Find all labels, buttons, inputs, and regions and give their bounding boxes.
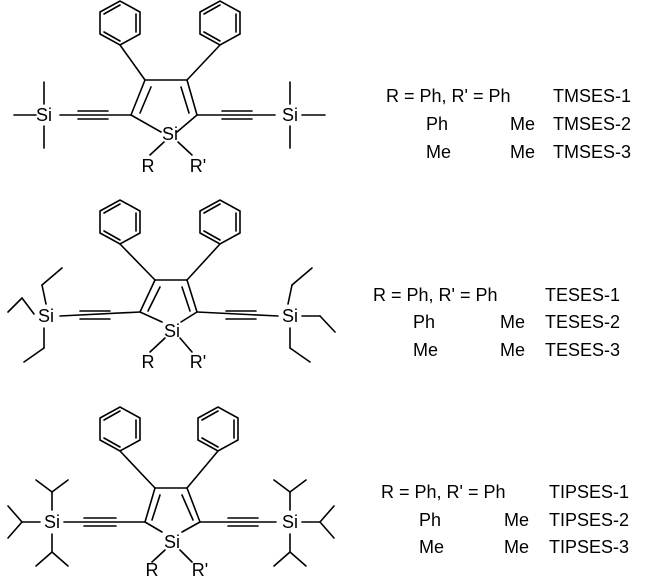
table-row-r: Ph <box>426 114 448 134</box>
ring-si-label: Si <box>164 321 180 341</box>
table-row-name: TMSES-2 <box>553 114 631 134</box>
left-si-label: Si <box>44 512 60 532</box>
molecule-tmses: Si Si Si R R' <box>13 0 326 176</box>
table-row-rprime: Me <box>500 312 525 332</box>
ring-si-label: Si <box>162 124 178 144</box>
table-row-name: TESES-1 <box>545 285 620 305</box>
table-row-rprime: Me <box>500 340 525 360</box>
table-row-name: TMSES-1 <box>553 86 631 106</box>
table-tipses: R = Ph, R' = Ph TIPSES-1 Ph Me TIPSES-2 … <box>381 482 629 557</box>
r-label: R <box>146 560 159 578</box>
r-prime-label: R' <box>190 352 206 372</box>
table-row-name: TESES-3 <box>545 340 620 360</box>
r-prime-label: R' <box>192 560 208 578</box>
left-si-label: Si <box>38 306 54 326</box>
r-prime-label: R' <box>190 156 206 176</box>
table-row-r: R = Ph, R' = Ph <box>386 86 511 106</box>
table-row-rprime: Me <box>510 142 535 162</box>
table-row-r: Me <box>426 142 451 162</box>
table-row-rprime: Me <box>504 537 529 557</box>
table-row-rprime: Me <box>510 114 535 134</box>
molecule-tipses: Si Si Si R R' <box>7 406 335 578</box>
r-label: R <box>142 352 155 372</box>
table-row-name: TMSES-3 <box>553 142 631 162</box>
table-row-r: R = Ph, R' = Ph <box>373 285 498 305</box>
table-row-name: TESES-2 <box>545 312 620 332</box>
table-row-name: TIPSES-2 <box>549 510 629 530</box>
right-si-label: Si <box>282 105 298 125</box>
table-row-name: TIPSES-3 <box>549 537 629 557</box>
table-row-name: TIPSES-1 <box>549 482 629 502</box>
table-row-r: Me <box>419 537 444 557</box>
right-si-label: Si <box>282 306 298 326</box>
table-row-r: R = Ph, R' = Ph <box>381 482 506 502</box>
r-label: R <box>142 156 155 176</box>
table-teses: R = Ph, R' = Ph TESES-1 Ph Me TESES-2 Me… <box>373 285 620 360</box>
table-row-r: Ph <box>419 510 441 530</box>
molecule-teses: Si Si Si R R' <box>7 199 336 372</box>
ring-si-label: Si <box>164 532 180 552</box>
table-row-r: Me <box>413 340 438 360</box>
table-tmses: R = Ph, R' = Ph TMSES-1 Ph Me TMSES-2 Me… <box>386 86 631 162</box>
table-row-rprime: Me <box>504 510 529 530</box>
table-row-r: Ph <box>413 312 435 332</box>
right-si-label: Si <box>282 512 298 532</box>
left-si-label: Si <box>36 105 52 125</box>
